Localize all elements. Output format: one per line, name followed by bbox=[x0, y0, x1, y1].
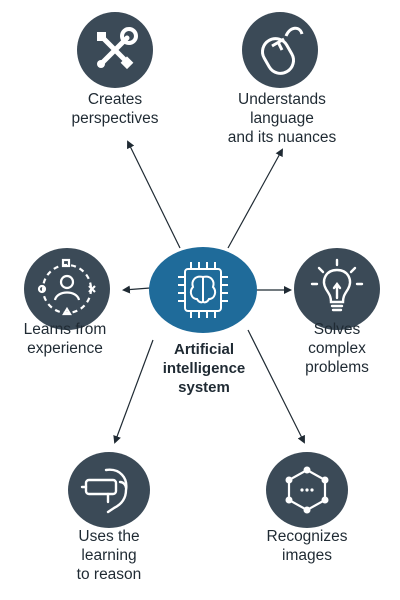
vr-headset-icon bbox=[68, 452, 150, 528]
brain-chip-icon bbox=[149, 247, 257, 333]
label-recognizes-images: Recognizes images bbox=[266, 528, 348, 564]
arrow-to-uses-learning bbox=[113, 339, 154, 444]
arrow-to-creates-perspectives bbox=[127, 140, 181, 249]
hexagon-network-icon bbox=[266, 452, 348, 528]
arrow-to-recognizes-images bbox=[247, 329, 305, 444]
lightbulb-icon bbox=[294, 248, 380, 330]
person-network-icon bbox=[24, 248, 110, 330]
label-creates-perspectives: Creates perspectives bbox=[71, 91, 159, 127]
label-understands-language: Understands language and its nuances bbox=[227, 91, 337, 146]
label-solves-complex-problems: Solves complex problems bbox=[305, 321, 369, 376]
arrow-to-understands-language bbox=[227, 148, 283, 249]
label-uses-learning-to-reason: Uses the learning to reason bbox=[76, 528, 142, 583]
label-learns-from-experience: Learns from experience bbox=[23, 321, 107, 357]
mouse-icon bbox=[242, 12, 318, 88]
arrow-to-learns-from-experience bbox=[122, 285, 151, 294]
center-label: Artificial intelligence system bbox=[162, 341, 246, 396]
tools-icon bbox=[77, 12, 153, 88]
